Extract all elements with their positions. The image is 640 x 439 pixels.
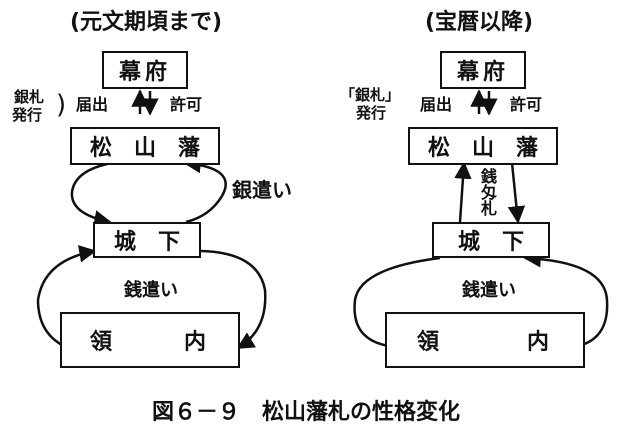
right-han-label: 松 山 藩 [427,136,538,161]
right-down-arrow [507,162,526,224]
right-kyoka-label: 許可 [510,95,543,114]
right-jokamachi-box: 城 下 [432,222,550,258]
left-header: (元文期頃まで) [70,10,223,35]
left-ginsatsu-bracket: ) [56,90,67,120]
left-gin-loop-right [183,155,227,224]
left-zeni-loop-right [199,249,267,350]
right-ginsatsu-line2: 発行 [356,104,387,122]
right-up-arrow [454,161,472,223]
left-gin-loop-left [70,161,113,228]
right-jokamachi-label: 城 下 [457,230,524,255]
right-zeni-dukai-label: 銭遣い [462,280,516,301]
right-ryonai-label2: 内 [526,330,553,355]
left-todokede-label: 届出 [76,95,109,114]
left-zeni-dukai-label: 銭遣い [124,280,178,301]
right-ryonai-label: 領 [417,330,444,355]
figure-caption: 図６－９ 松山藩札の性格変化 [152,400,461,425]
left-ryonai-label2: 内 [183,330,210,355]
right-bakufu-label: 幕府 [456,60,509,85]
left-jokamachi-box: 城 下 [93,222,201,258]
right-todokede-label: 届出 [420,95,453,114]
left-kyoka-label: 許可 [170,95,203,114]
right-bakufu-box: 幕府 [440,51,526,89]
right-zeni-ginsatsu-label: 銭匁札 [478,168,497,216]
right-ginsatsu-line1: 「銀札」 [340,86,401,104]
left-ryonai-box: 領 内 [60,312,240,368]
left-bakufu-label: 幕府 [118,60,171,85]
right-ryonai-box: 領 内 [385,312,585,368]
left-jokamachi-label: 城 下 [113,230,180,255]
left-ginsatsu-line2: 発行 [12,106,43,124]
left-han-box: 松 山 藩 [70,127,220,165]
right-header: (宝暦以降) [425,10,534,35]
left-ginsatsu-line1: 銀札 [14,88,45,106]
right-zeni-loop-left [353,256,441,356]
left-ryonai-label: 領 [90,330,117,355]
left-han-label: 松 山 藩 [89,136,200,161]
left-bakufu-box: 幕府 [102,51,188,89]
right-han-box: 松 山 藩 [408,127,558,165]
left-gin-dukai-label: 銀遣い [232,178,292,202]
left-zeni-loop-left [36,245,97,350]
right-zeni-loop-right [523,250,609,350]
